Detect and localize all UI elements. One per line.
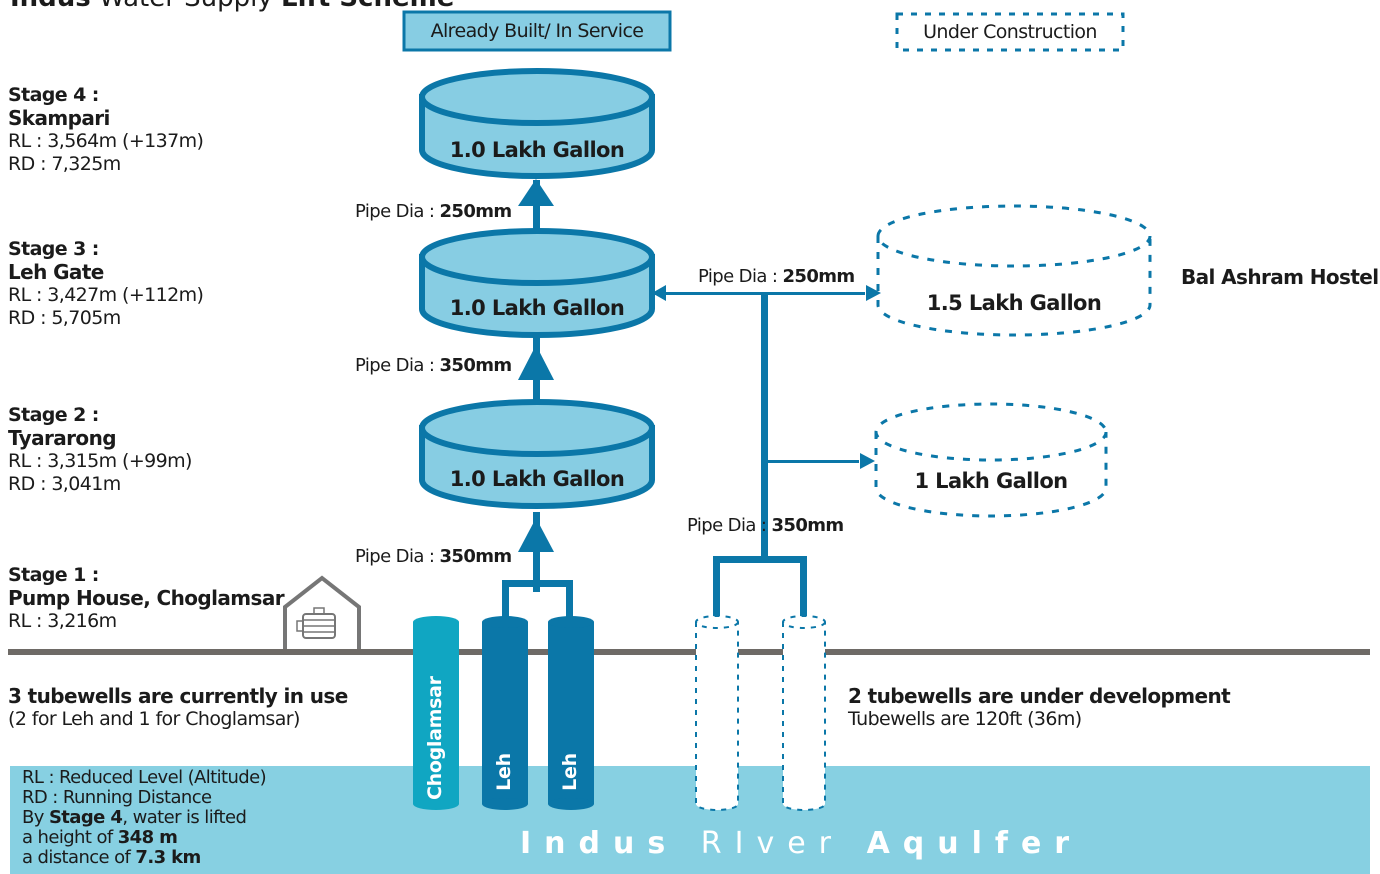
note-lift-stage: Stage 4 <box>48 807 123 828</box>
tank-new-capacity: 1 Lakh Gallon <box>914 469 1068 493</box>
pipe-label-value: 350mm <box>439 355 512 376</box>
stage-4-info: Stage 4 : Skampari RL : 3,564m (+137m) R… <box>8 84 204 176</box>
pipe-label-value: 350mm <box>439 546 512 567</box>
tubewells-active-title: 3 tubewells are currently in use <box>8 684 348 708</box>
note-height-value: 348 m <box>117 827 178 848</box>
tank-stage3-capacity: 1.0 Lakh Gallon <box>449 296 625 320</box>
pipe-label-prefix: Pipe Dia : <box>698 266 783 287</box>
well-choglamsar-label: Choglamsar <box>424 676 446 800</box>
pipe-label-stage2: Pipe Dia : 350mm <box>355 546 512 567</box>
tank-stage2 <box>419 399 655 509</box>
pipe-label-prefix: Pipe Dia : <box>355 201 440 222</box>
stage-heading: Stage 4 : <box>8 84 99 106</box>
note-height-prefix: a height of <box>22 827 118 848</box>
legend-notes: RL : Reduced Level (Altitude) RD : Runni… <box>22 767 267 868</box>
pipe-label-value: 250mm <box>782 266 855 287</box>
well-leh-1-label: Leh <box>493 753 515 791</box>
stage-heading: Stage 3 : <box>8 238 99 260</box>
legend-construction-box <box>895 12 1125 52</box>
stage-rl: RL : 3,564m (+137m) <box>8 130 204 152</box>
note-lift: By Stage 4, water is lifted <box>22 808 266 828</box>
tank-new <box>874 402 1108 518</box>
pump-house-icon <box>283 575 361 649</box>
well-new-1 <box>695 615 739 811</box>
note-distance-value: 7.3 km <box>135 847 201 868</box>
well-leh-2-label: Leh <box>559 753 581 791</box>
well-new-2 <box>782 615 826 811</box>
stage-name: Leh Gate <box>8 260 104 284</box>
stage-heading: Stage 1 : <box>8 564 99 586</box>
tank-stage2-capacity: 1.0 Lakh Gallon <box>449 467 625 491</box>
aquifer-title: Indus RIver Aqulfer <box>520 826 1082 861</box>
stage-rl: RL : 3,315m (+99m) <box>8 450 192 472</box>
aquifer-word3: Aqulfer <box>866 826 1083 861</box>
note-height: a height of 348 m <box>22 828 266 848</box>
ground-line <box>8 649 1370 655</box>
well-leh-2 <box>548 616 594 810</box>
tubewells-new-detail: Tubewells are 120ft (36m) <box>848 708 1082 730</box>
pipe-label-stage4: Pipe Dia : 250mm <box>355 201 512 222</box>
note-lift-suffix: , water is lifted <box>122 807 247 828</box>
pipe-label-prefix: Pipe Dia : <box>355 355 440 376</box>
pipe-label-prefix: Pipe Dia : <box>687 515 772 536</box>
tubewells-active-info: 3 tubewells are currently in use (2 for … <box>8 685 348 731</box>
note-rl: RL : Reduced Level (Altitude) <box>22 767 267 788</box>
stage-1-info: Stage 1 : Pump House, Choglamsar RL : 3,… <box>8 564 285 633</box>
stage-2-info: Stage 2 : Tyararong RL : 3,315m (+99m) R… <box>8 404 192 496</box>
page-title: Indus Water Supply Lift Scheme <box>10 0 454 12</box>
pipe-label-stage3: Pipe Dia : 350mm <box>355 355 512 376</box>
tank-hostel-capacity: 1.5 Lakh Gallon <box>926 291 1102 315</box>
branch-pipe-system <box>652 285 881 618</box>
title-suffix: Lift Scheme <box>281 0 454 13</box>
tubewells-active-detail: (2 for Leh and 1 for Choglamsar) <box>8 708 300 730</box>
tank-stage4 <box>419 68 655 179</box>
tank-stage3 <box>419 228 655 338</box>
aquifer-word2: RIver <box>700 826 845 861</box>
stage-name: Skampari <box>8 106 110 130</box>
stage-name: Pump House, Choglamsar <box>8 586 285 610</box>
legend-built-box <box>402 10 672 52</box>
tank-stage4-capacity: 1.0 Lakh Gallon <box>449 138 625 162</box>
well-choglamsar <box>413 616 459 810</box>
pipe-label-branch: Pipe Dia : 250mm <box>698 266 855 287</box>
stage-heading: Stage 2 : <box>8 404 99 426</box>
stage-3-info: Stage 3 : Leh Gate RL : 3,427m (+112m) R… <box>8 238 204 330</box>
stage-rd: RD : 7,325m <box>8 153 121 175</box>
stage-rl: RL : 3,427m (+112m) <box>8 284 204 306</box>
stage-name: Tyararong <box>8 426 117 450</box>
hostel-label: Bal Ashram Hostel <box>1181 265 1379 289</box>
legend-built-label: Already Built/ In Service <box>430 20 644 42</box>
note-distance: a distance of 7.3 km <box>22 848 266 868</box>
aquifer-word1: Indus <box>520 826 679 861</box>
pipe-label-new: Pipe Dia : 350mm <box>687 515 844 536</box>
aquifer-band <box>10 766 1370 874</box>
note-distance-prefix: a distance of <box>22 847 136 868</box>
stage-rd: RD : 3,041m <box>8 473 121 495</box>
tank-hostel <box>876 204 1152 337</box>
well-leh-1 <box>482 616 528 810</box>
pipe-label-prefix: Pipe Dia : <box>355 546 440 567</box>
pipe-label-value: 250mm <box>439 201 512 222</box>
title-prefix: Indus <box>10 0 91 13</box>
title-middle: Water Supply <box>91 0 281 13</box>
note-lift-prefix: By <box>22 807 49 828</box>
pipe-label-value: 350mm <box>771 515 844 536</box>
note-rd: RD : Running Distance <box>22 787 212 808</box>
legend-construction-label: Under Construction <box>923 21 1097 43</box>
stage-rl: RL : 3,216m <box>8 610 117 632</box>
main-riser-pipes <box>502 179 573 622</box>
stage-rd: RD : 5,705m <box>8 307 121 329</box>
tubewells-new-title: 2 tubewells are under development <box>848 684 1231 708</box>
tubewells-new-info: 2 tubewells are under development Tubewe… <box>848 684 1231 731</box>
